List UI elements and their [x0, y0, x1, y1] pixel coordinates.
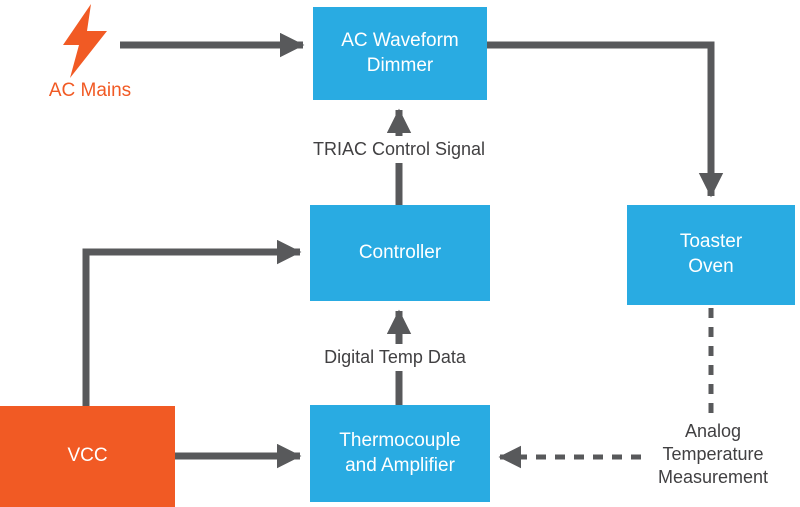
node-controller: Controller — [310, 205, 490, 301]
label-digital-temp-data: Digital Temp Data — [300, 344, 490, 372]
label-triac-control-signal: TRIAC Control Signal — [288, 136, 510, 164]
node-ac-waveform-dimmer: AC Waveform Dimmer — [313, 7, 487, 100]
node-vcc: VCC — [0, 406, 175, 507]
label-analog-temperature-measurement: Analog Temperature Measurement — [657, 421, 769, 488]
node-toaster-oven: Toaster Oven — [627, 205, 795, 305]
node-thermocouple-amplifier: Thermocouple and Amplifier — [310, 405, 490, 502]
arrow-dimmer-to-toaster — [487, 41, 724, 198]
ac-mains-label: AC Mains — [48, 80, 132, 101]
lightning-icon — [63, 4, 107, 78]
arrow-vcc-to-controller — [82, 239, 302, 406]
